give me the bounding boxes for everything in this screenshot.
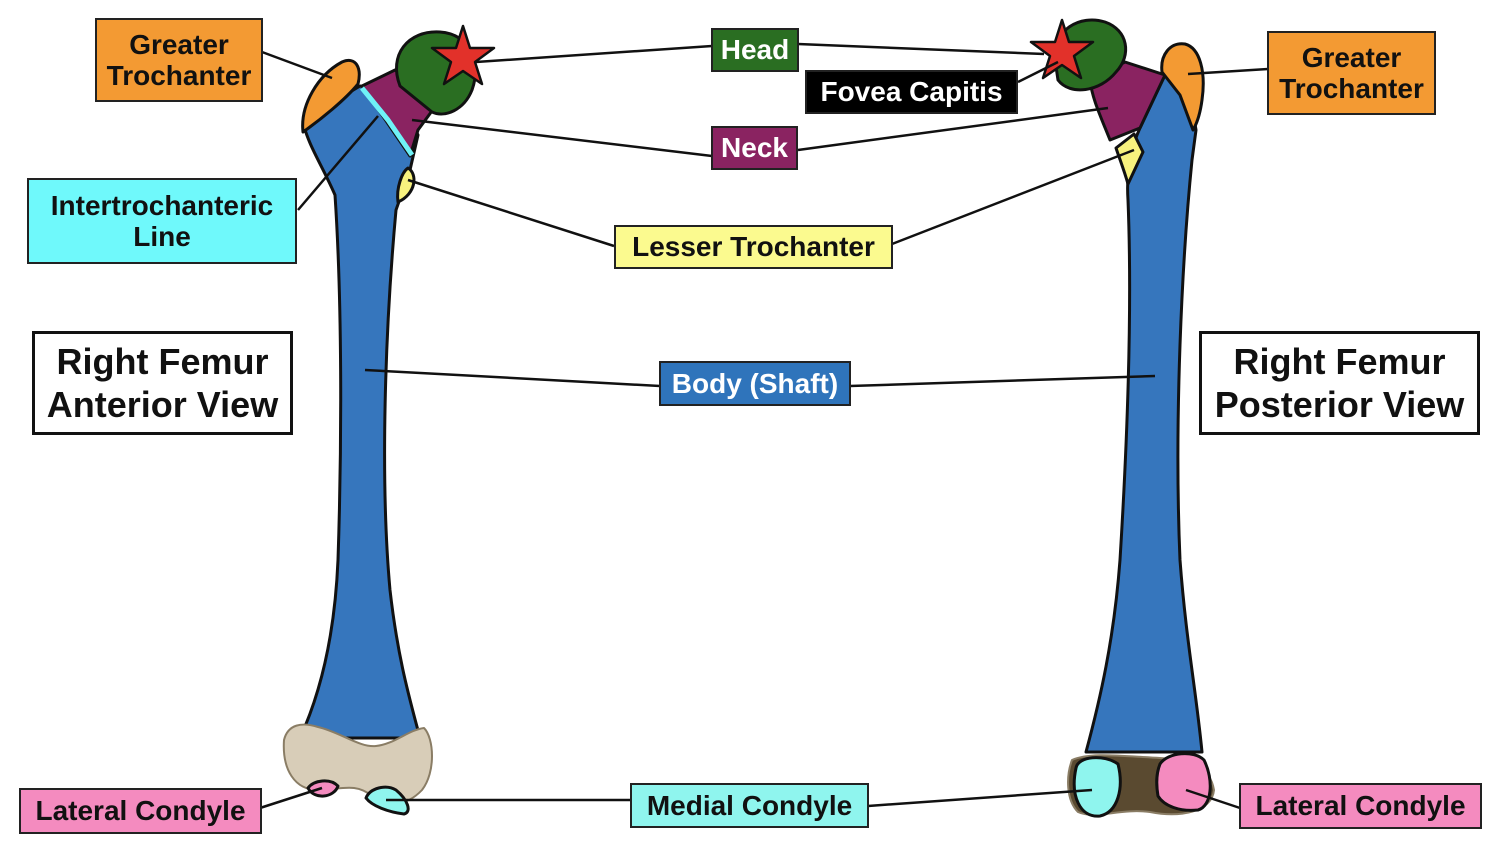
leader-lines	[259, 42, 1269, 810]
label-lateral-condyle-left: Lateral Condyle	[19, 788, 262, 834]
label-fovea-capitis: Fovea Capitis	[805, 70, 1018, 114]
posterior-femur	[1029, 18, 1215, 818]
label-intertrochanteric-line: Intertrochanteric Line	[27, 178, 297, 264]
label-lateral-condyle-left-text: Lateral Condyle	[35, 795, 246, 827]
leader-lateral-condyle-left	[259, 786, 323, 810]
title-posterior-line1: Right Femur	[1233, 340, 1446, 382]
label-greater-trochanter-left-line2: Trochanter	[106, 60, 252, 91]
anterior-greater-trochanter	[301, 59, 361, 134]
title-anterior-line2: Anterior View	[46, 384, 279, 425]
leader-body-left	[364, 368, 661, 388]
leader-lateral-condyle-right	[1185, 788, 1241, 810]
leader-greater-trochanter-right	[1187, 67, 1269, 76]
label-lateral-condyle-right-text: Lateral Condyle	[1255, 790, 1466, 822]
leader-medial-condyle-right	[867, 788, 1093, 808]
leader-fovea	[1017, 60, 1059, 84]
leader-greater-trochanter-left	[261, 50, 333, 80]
anterior-femur	[282, 24, 496, 816]
anterior-lateral-condyle	[306, 779, 340, 798]
leader-neck-right	[797, 106, 1109, 152]
leader-lesser-trochanter-left	[407, 178, 615, 248]
leader-head-left	[475, 44, 713, 64]
label-body-shaft: Body (Shaft)	[659, 361, 851, 406]
leader-lesser-trochanter-right	[891, 148, 1135, 246]
label-lesser-trochanter-text: Lesser Trochanter	[632, 231, 875, 263]
leader-intertrochanteric	[297, 115, 379, 211]
label-greater-trochanter-left: Greater Trochanter	[95, 18, 263, 102]
label-lesser-trochanter: Lesser Trochanter	[614, 225, 893, 269]
title-posterior-line2: Posterior View	[1214, 384, 1465, 425]
label-lateral-condyle-right: Lateral Condyle	[1239, 783, 1482, 829]
label-greater-trochanter-right: Greater Trochanter	[1267, 31, 1436, 115]
posterior-lesser-trochanter	[1114, 132, 1145, 186]
leader-neck-left	[411, 118, 713, 158]
posterior-fovea-star	[1029, 18, 1095, 80]
anterior-shaft	[298, 84, 422, 740]
label-neck: Neck	[711, 126, 798, 170]
label-head-text: Head	[720, 34, 790, 66]
posterior-lateral-condyle	[1155, 752, 1212, 812]
label-greater-trochanter-right-line1: Greater	[1301, 41, 1402, 73]
title-anterior-view: Right Femur Anterior View	[32, 331, 293, 435]
label-intertrochanteric-line2: Line	[133, 221, 191, 252]
title-posterior-view: Right Femur Posterior View	[1199, 331, 1480, 435]
label-intertrochanteric-line1: Intertrochanteric	[50, 189, 274, 221]
anterior-intertrochanteric-line	[360, 86, 415, 157]
label-head: Head	[711, 28, 799, 72]
anterior-fovea-star	[430, 24, 496, 86]
label-medial-condyle-text: Medial Condyle	[646, 789, 853, 821]
label-fovea-capitis-text: Fovea Capitis	[820, 76, 1003, 108]
leader-body-right	[849, 374, 1156, 388]
label-medial-condyle: Medial Condyle	[630, 783, 869, 828]
label-greater-trochanter-right-line2: Trochanter	[1279, 73, 1424, 104]
anterior-lesser-trochanter	[396, 166, 416, 204]
posterior-shaft	[1084, 73, 1204, 754]
label-neck-text: Neck	[721, 132, 788, 164]
leader-head-right	[797, 42, 1045, 56]
label-greater-trochanter-left-line1: Greater	[129, 28, 229, 60]
posterior-greater-trochanter	[1160, 42, 1205, 132]
title-anterior-line1: Right Femur	[56, 340, 269, 382]
posterior-medial-condyle	[1072, 756, 1122, 818]
label-body-shaft-text: Body (Shaft)	[671, 367, 839, 399]
